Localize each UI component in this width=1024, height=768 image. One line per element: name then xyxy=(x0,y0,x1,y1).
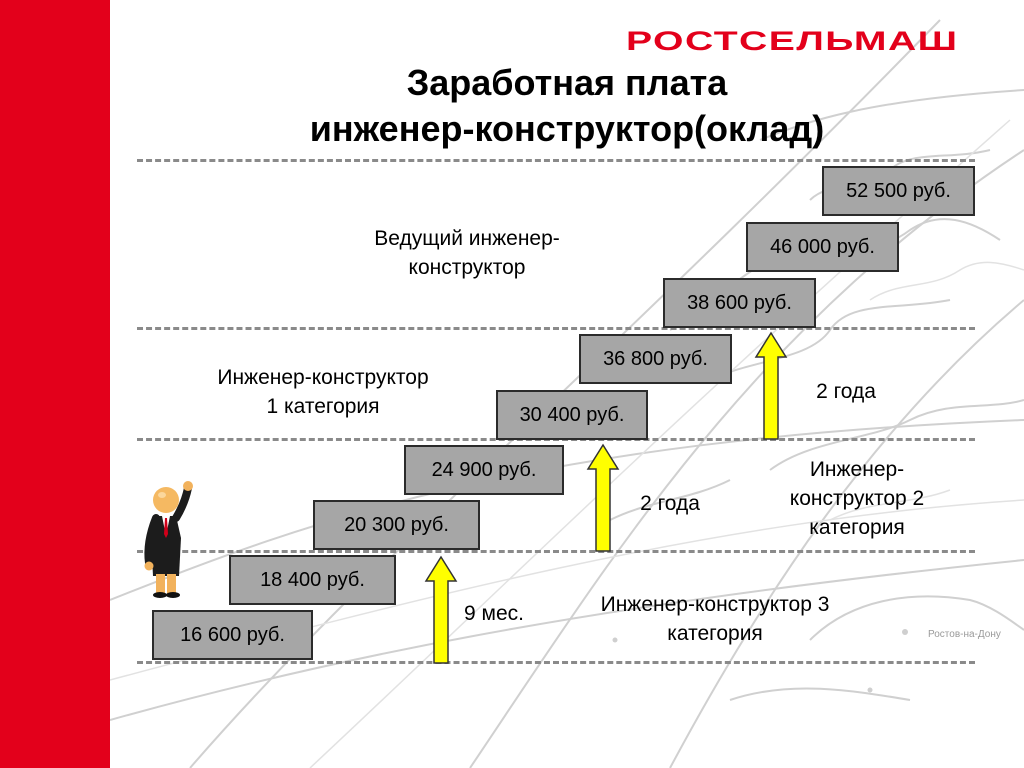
up-arrow-icon-3 xyxy=(754,331,788,440)
page-title-line-2: инженер-конструктор(оклад) xyxy=(309,108,825,149)
interval-label-2: 2 года xyxy=(640,492,700,515)
category-3-label: Инженер-конструктор 3 категория xyxy=(600,593,830,645)
brand-side-bar xyxy=(0,0,110,768)
category-2-label: Инженер- конструктор 2 категория xyxy=(789,458,925,539)
salary-step-9: 52 500 руб. xyxy=(822,166,975,216)
level-divider-cat3 xyxy=(137,661,975,664)
company-logo: РОСТСЕЛЬМАШ xyxy=(626,26,959,56)
interval-label-3: 2 года xyxy=(816,380,876,403)
salary-step-3: 20 300 руб. xyxy=(313,500,480,550)
level-divider-top xyxy=(137,159,975,162)
interval-label-1: 9 мес. xyxy=(464,602,524,625)
map-city-label: Ростов-на-Дону xyxy=(928,629,1001,640)
salary-step-4: 24 900 руб. xyxy=(404,445,564,495)
category-lead-label: Ведущий инженер- конструктор xyxy=(374,227,560,279)
salary-step-7: 38 600 руб. xyxy=(663,278,816,328)
up-arrow-icon-2 xyxy=(586,443,620,552)
salary-step-2: 18 400 руб. xyxy=(229,555,396,605)
salary-step-6: 36 800 руб. xyxy=(579,334,732,384)
salary-step-5: 30 400 руб. xyxy=(496,390,648,440)
level-divider-cat2 xyxy=(137,550,975,553)
salary-step-1: 16 600 руб. xyxy=(152,610,313,660)
businessman-icon xyxy=(144,481,193,598)
salary-step-8: 46 000 руб. xyxy=(746,222,899,272)
page-title-line-1: Заработная плата xyxy=(406,62,728,103)
up-arrow-icon-1 xyxy=(424,555,458,664)
category-1-label: Инженер-конструктор 1 категория xyxy=(217,366,429,418)
level-divider-lead xyxy=(137,327,975,330)
